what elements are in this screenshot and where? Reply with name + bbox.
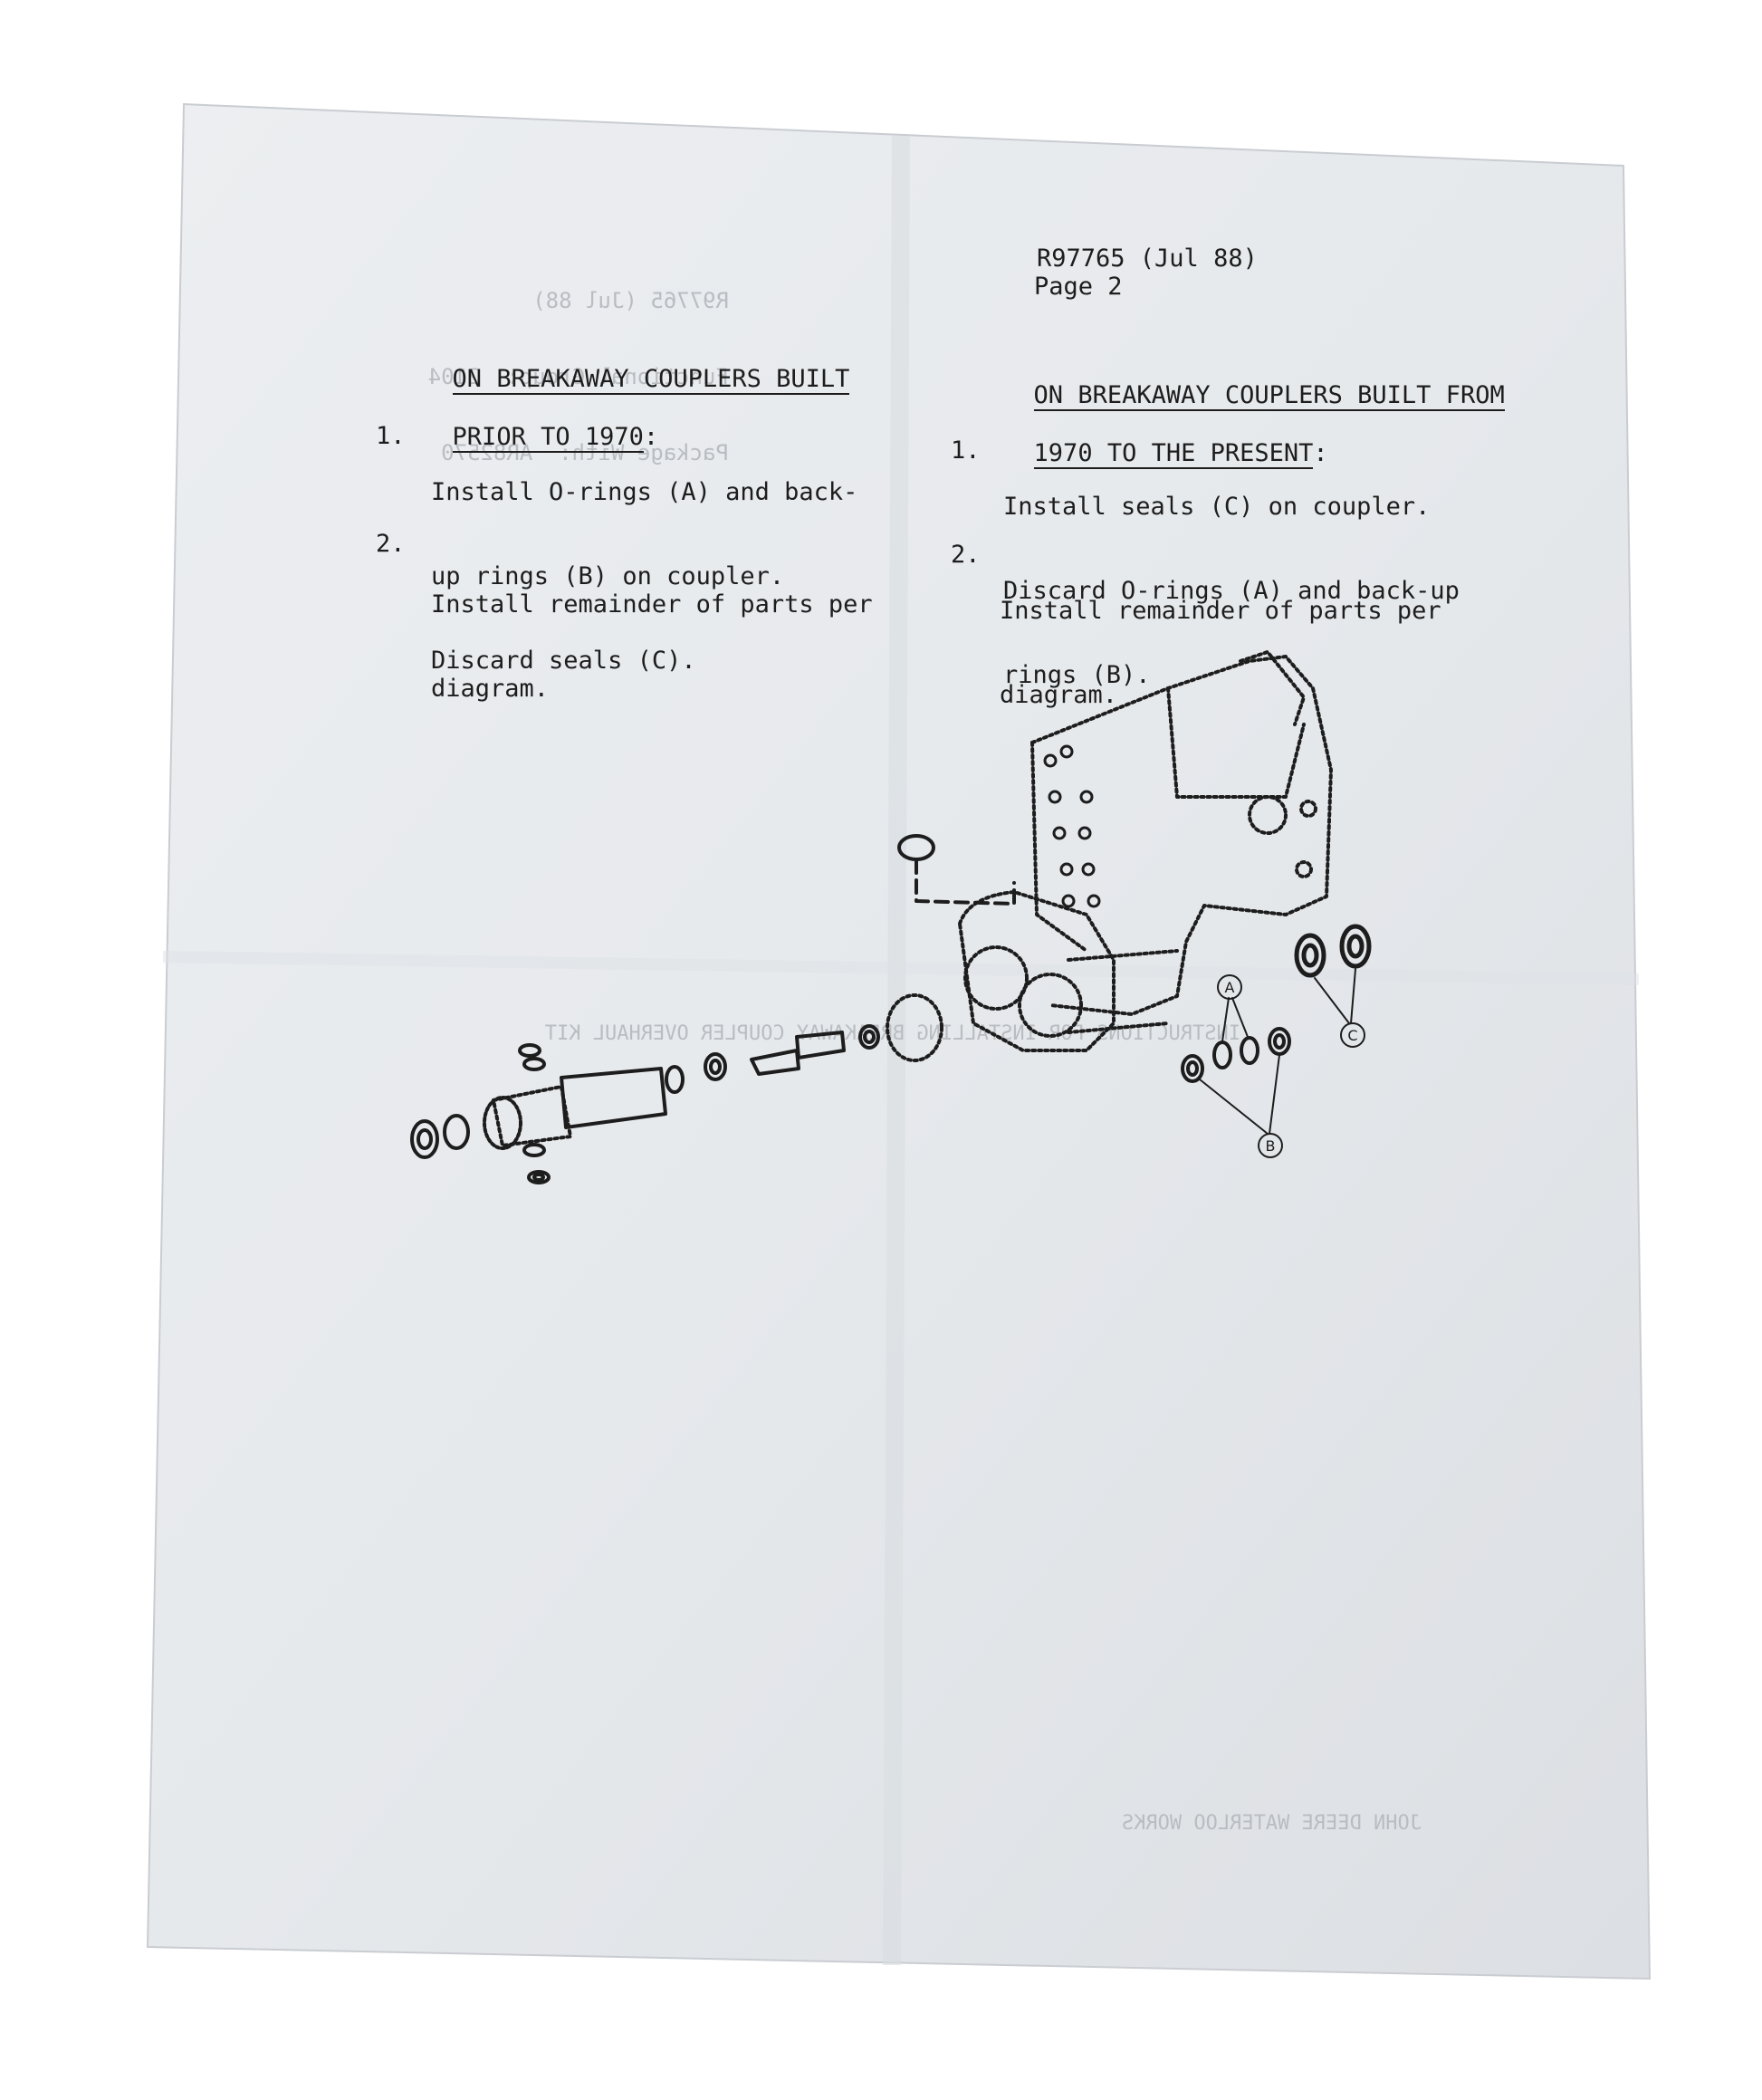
left-step-2-text: Install remainder of parts per diagram. bbox=[431, 590, 873, 703]
cap-plug bbox=[897, 834, 935, 861]
spool-assembly bbox=[410, 993, 943, 1184]
left-step-1-text: Install O-rings (A) and back- up rings (… bbox=[431, 478, 858, 675]
coupler-bolt-holes bbox=[1043, 744, 1101, 908]
callout-leaders bbox=[1199, 968, 1356, 1135]
right-step-1-text: Install seals (C) on coupler. Discard O-… bbox=[1003, 493, 1460, 689]
right-step-2-text: Install remainder of parts per diagram. bbox=[1000, 597, 1441, 709]
callout-a: A bbox=[1225, 979, 1235, 996]
page-number: Page 2 bbox=[1034, 273, 1123, 301]
right-step-2-number: 2. bbox=[951, 541, 981, 569]
left-step-2-number: 2. bbox=[376, 530, 406, 558]
ring-group-ab bbox=[1181, 1027, 1291, 1083]
document-number: R97765 (Jul 88) bbox=[1037, 245, 1258, 273]
ring-group-c bbox=[1294, 924, 1372, 978]
right-heading: ON BREAKAWAY COUPLERS BUILT FROM 1970 TO… bbox=[1033, 381, 1505, 469]
coupler-body bbox=[958, 650, 1333, 1052]
callout-b: B bbox=[1266, 1137, 1276, 1155]
left-step-1-number: 1. bbox=[376, 422, 406, 450]
callout-c: C bbox=[1347, 1027, 1357, 1044]
left-heading: ON BREAKAWAY COUPLERS BUILT PRIOR TO 197… bbox=[452, 365, 850, 453]
callout-circles bbox=[1217, 974, 1365, 1158]
right-step-1-number: 1. bbox=[951, 436, 981, 465]
cap-leader bbox=[915, 858, 1016, 906]
